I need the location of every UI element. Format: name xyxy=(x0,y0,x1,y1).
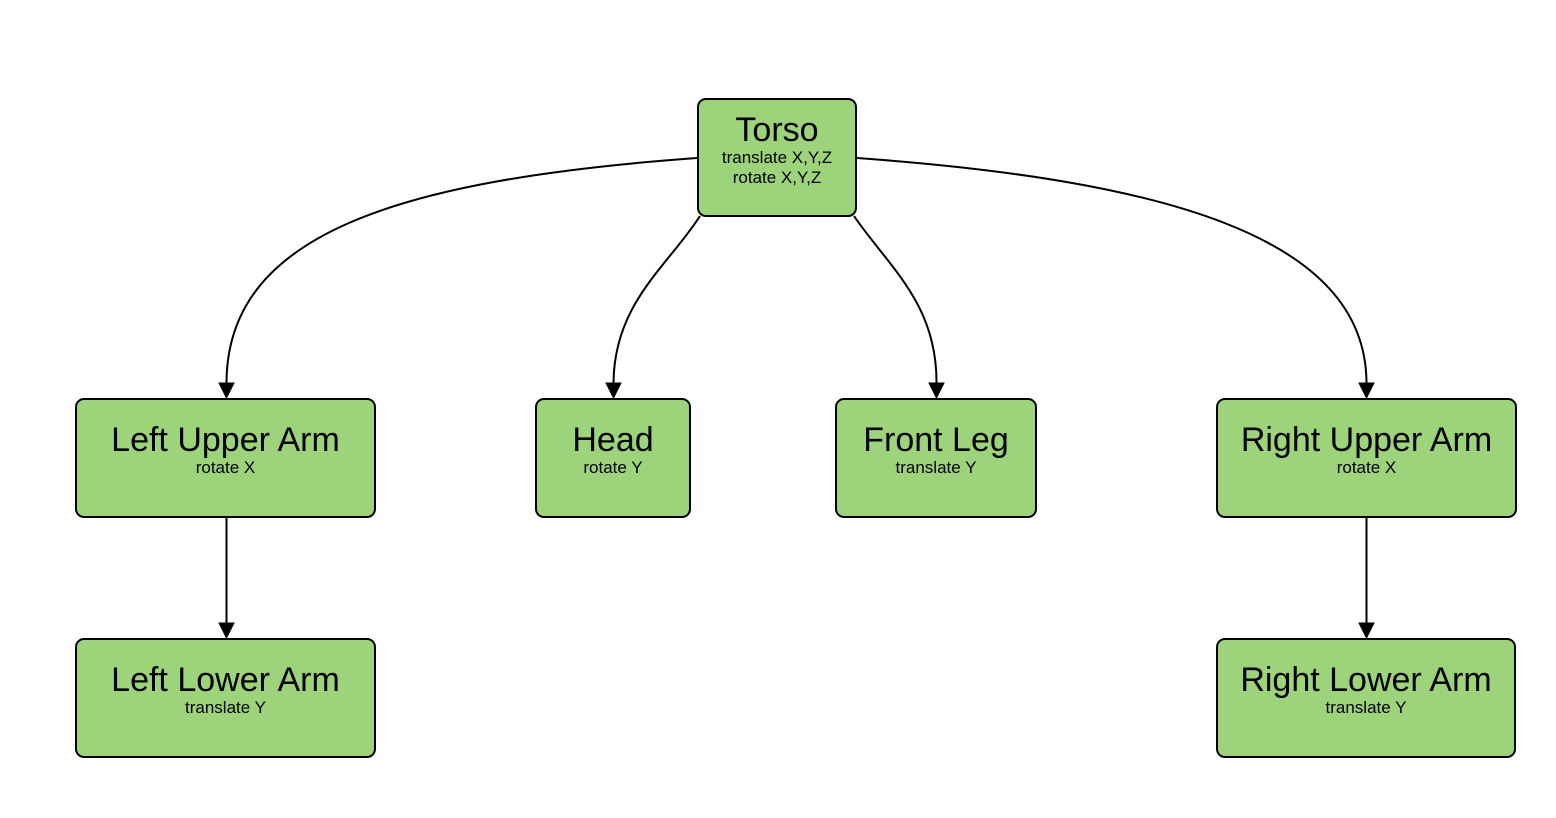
arrowhead-left-upper-arm xyxy=(218,382,235,400)
node-title: Front Leg xyxy=(863,421,1009,459)
node-torso: Torso translate X,Y,Z rotate X,Y,Z xyxy=(697,98,857,217)
node-front-leg: Front Leg translate Y xyxy=(835,398,1037,518)
node-head: Head rotate Y xyxy=(535,398,691,518)
node-detail: rotate X xyxy=(195,458,256,477)
node-left-upper-arm: Left Upper Arm rotate X xyxy=(75,398,376,518)
node-detail: translate Y xyxy=(185,698,266,717)
node-title: Right Lower Arm xyxy=(1240,661,1492,699)
node-right-upper-arm: Right Upper Arm rotate X xyxy=(1216,398,1517,518)
edge-torso-right-upper-arm xyxy=(856,157,1368,384)
arrowhead-right-upper-arm xyxy=(1358,382,1375,400)
node-detail: rotate X,Y,Z xyxy=(732,168,822,187)
arrowhead-head xyxy=(605,382,622,400)
node-detail: rotate Y xyxy=(583,458,643,477)
edge-torso-head xyxy=(612,215,701,384)
node-detail: translate X,Y,Z xyxy=(721,148,833,167)
node-title: Left Upper Arm xyxy=(111,421,340,459)
node-right-lower-arm: Right Lower Arm translate Y xyxy=(1216,638,1516,758)
edge-torso-left-upper-arm xyxy=(225,157,698,384)
node-detail: rotate X xyxy=(1336,458,1397,477)
node-title: Torso xyxy=(735,111,819,149)
edge-torso-front-leg xyxy=(853,215,938,384)
node-title: Left Lower Arm xyxy=(111,661,340,699)
node-detail: translate Y xyxy=(1325,698,1407,717)
arrowhead-left-lower-arm xyxy=(218,622,235,640)
node-title: Head xyxy=(572,421,654,459)
arrowhead-front-leg xyxy=(928,382,945,400)
arrowhead-right-lower-arm xyxy=(1358,622,1375,640)
node-detail: translate Y xyxy=(895,458,977,477)
node-title: Right Upper Arm xyxy=(1240,421,1493,459)
node-left-lower-arm: Left Lower Arm translate Y xyxy=(75,638,376,758)
